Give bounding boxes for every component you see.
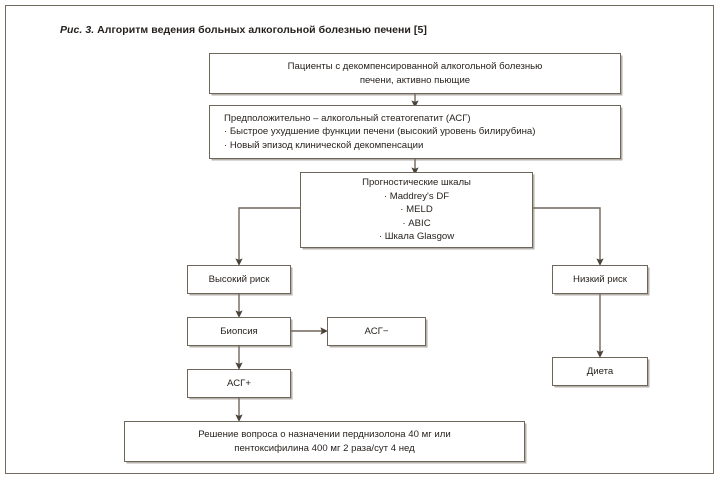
patients-box[interactable]: Пациенты с декомпенсированной алкогольно… <box>209 53 621 94</box>
biopsy-label: Биопсия <box>220 325 258 337</box>
high-risk-label: Высокий риск <box>208 273 270 285</box>
scales-bullet-abic: ABIC <box>402 217 430 231</box>
figure-number: Рис. 3. <box>60 24 98 36</box>
ash-positive-box[interactable]: АСГ+ <box>187 369 291 398</box>
diet-box[interactable]: Диета <box>552 357 648 386</box>
patients-line-2: печени, активно пьющие <box>359 74 471 86</box>
presumed-bullet-1: Быстрое ухудшение функции печени (высоки… <box>224 125 536 139</box>
ash-positive-label: АСГ+ <box>227 377 251 389</box>
ash-negative-box[interactable]: АСГ− <box>327 317 426 346</box>
low-risk-label: Низкий риск <box>573 273 627 285</box>
high-risk-box[interactable]: Высокий риск <box>187 265 291 294</box>
low-risk-box[interactable]: Низкий риск <box>552 265 648 294</box>
presumed-bullet-2: Новый эпизод клинической декомпенсации <box>224 139 423 153</box>
decision-line-2: пентоксифилина 400 мг 2 раза/сут 4 нед <box>234 442 415 454</box>
edge-scales-to-low-risk <box>533 207 604 266</box>
biopsy-box[interactable]: Биопсия <box>187 317 291 346</box>
scales-bullet-meld: MELD <box>400 203 433 217</box>
diet-label: Диета <box>586 365 614 377</box>
presumed-heading: Предположительно – алкогольный стеатогеп… <box>224 112 471 124</box>
edge-scales-to-high-risk <box>235 207 300 266</box>
prognostic-scales-box[interactable]: Прогностические шкалы Maddrey's DF MELD … <box>300 172 533 248</box>
figure-title: Рис. 3. Алгоритм ведения больных алкогол… <box>60 24 427 36</box>
scales-heading: Прогностические шкалы <box>362 177 471 189</box>
scales-bullet-maddrey: Maddrey's DF <box>384 190 449 204</box>
treatment-decision-box[interactable]: Решение вопроса о назначении перднизолон… <box>124 421 525 462</box>
decision-line-1: Решение вопроса о назначении перднизолон… <box>198 429 451 440</box>
patients-line-1: Пациенты с декомпенсированной алкогольно… <box>287 61 543 72</box>
figure-title-text: Алгоритм ведения больных алкогольной бол… <box>97 24 427 36</box>
ash-negative-label: АСГ− <box>364 325 389 337</box>
scales-bullet-glasgow: Шкала Glasgow <box>379 230 454 244</box>
presumed-ash-box[interactable]: Предположительно – алкогольный стеатогеп… <box>209 105 621 159</box>
